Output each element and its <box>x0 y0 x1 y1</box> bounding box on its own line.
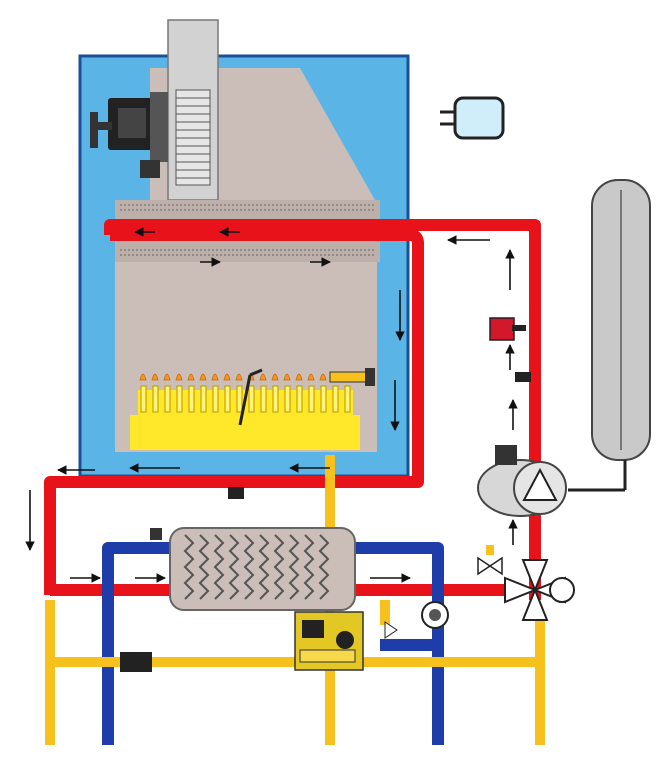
gas-cock <box>120 652 152 672</box>
flue-louvres <box>175 89 211 186</box>
bypass-valve <box>477 545 503 576</box>
room-thermostat <box>440 96 505 140</box>
flow-sensor <box>384 601 449 639</box>
fan <box>90 92 168 178</box>
ignition-electrode <box>238 368 263 426</box>
flow-arrows <box>25 227 518 583</box>
sensor-clip <box>515 372 531 382</box>
three-way-valve <box>504 559 575 621</box>
ionisation-probe <box>329 368 375 386</box>
pressure-switch <box>489 317 526 341</box>
drain-fitting <box>228 487 244 499</box>
expansion-vessel <box>568 179 651 492</box>
gas-valve <box>294 611 364 671</box>
plate-heat-exchanger <box>150 527 356 611</box>
circulation-pump <box>477 445 567 517</box>
